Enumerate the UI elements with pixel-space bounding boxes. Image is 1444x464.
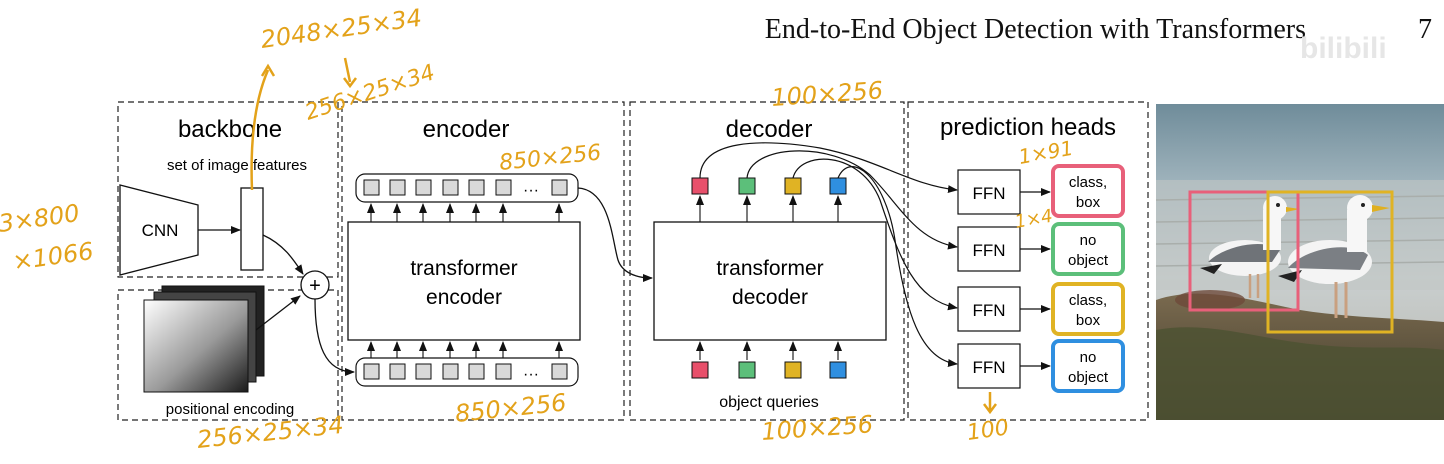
object-query-3 (784, 361, 802, 379)
note-backbone-out: 2048×25×34 (259, 4, 424, 54)
encoder-bottom-ellipsis: ··· (523, 366, 539, 383)
decoder-output-4 (829, 177, 847, 195)
note-enc-tokens-bottom: 850×256 (454, 388, 568, 428)
encoder-output-tokens (355, 173, 579, 203)
pos-enc-front (143, 299, 249, 393)
svg-text:FFN: FFN (972, 241, 1005, 260)
decoder-output-2 (738, 177, 756, 195)
cnn-block (119, 184, 199, 276)
svg-text:class,: class, (1069, 174, 1107, 191)
encoder-block-line1: transformer (410, 257, 517, 280)
bbox-pink (1188, 190, 1300, 312)
svg-text:box: box (1076, 312, 1101, 329)
object-queries-label: object queries (719, 394, 819, 411)
note-decoder-out: 100×256 (770, 76, 883, 112)
svg-text:object: object (1068, 369, 1109, 386)
encoder-block-line2: encoder (426, 286, 502, 309)
svg-text:FFN: FFN (972, 184, 1005, 203)
backbone-title: backbone (178, 116, 282, 143)
svg-text:FFN: FFN (972, 358, 1005, 377)
note-input-a: 3×800 (0, 199, 81, 238)
bbox-yellow (1266, 190, 1394, 334)
plus-icon: + (309, 275, 321, 297)
encoder-input-token-cells (363, 363, 568, 380)
positional-encoding-label: positional encoding (166, 401, 294, 418)
decoder-output-1 (691, 177, 709, 195)
output-3-class-box: class, box (1051, 282, 1125, 336)
svg-text:FFN: FFN (972, 301, 1005, 320)
gull-right (1278, 195, 1390, 318)
decoder-title: decoder (726, 116, 813, 143)
transformer-encoder-block (347, 221, 581, 341)
prediction-heads-title: prediction heads (940, 114, 1116, 141)
feature-map (240, 187, 264, 271)
detection-photo (1155, 104, 1444, 420)
ffn-4: FFN (957, 343, 1021, 389)
object-query-2 (738, 361, 756, 379)
object-query-4 (829, 361, 847, 379)
note-pred-3: 100 (965, 415, 1010, 446)
note-queries: 100×256 (760, 410, 873, 446)
paper-title: End-to-End Object Detection with Transfo… (765, 14, 1306, 45)
image-features-label: set of image features (167, 157, 307, 174)
page-number: 7 (1418, 14, 1432, 45)
svg-text:no: no (1080, 349, 1097, 366)
decoder-output-3 (784, 177, 802, 195)
transformer-decoder-block (653, 221, 887, 341)
svg-text:object: object (1068, 252, 1109, 269)
encoder-top-ellipsis: ··· (523, 182, 539, 199)
encoder-box (341, 101, 625, 421)
ffn-1: FFN (957, 169, 1021, 215)
watermark: bilibili (1300, 32, 1387, 65)
backbone-box (117, 101, 339, 278)
prediction-heads-box (907, 101, 1149, 421)
output-4-no-object: no object (1051, 339, 1125, 393)
cnn-label: CNN (142, 221, 179, 240)
decoder-block-line1: transformer (716, 257, 823, 280)
note-enc-tokens-top: 850×256 (498, 140, 602, 176)
decoder-block-line2: decoder (732, 286, 808, 309)
output-2-no-object: no object (1051, 222, 1125, 276)
svg-text:no: no (1080, 232, 1097, 249)
object-query-1 (691, 361, 709, 379)
ffn-2: FFN (957, 226, 1021, 272)
note-input-b: ×1066 (11, 237, 95, 276)
encoder-output-token-cells (363, 179, 568, 196)
svg-text:class,: class, (1069, 292, 1107, 309)
output-1-class-box: class, box (1051, 164, 1125, 218)
note-proj: 256×25×34 (302, 60, 438, 125)
svg-text:box: box (1076, 194, 1101, 211)
encoder-title: encoder (423, 116, 510, 143)
ffn-3: FFN (957, 286, 1021, 332)
encoder-input-tokens (355, 357, 579, 387)
